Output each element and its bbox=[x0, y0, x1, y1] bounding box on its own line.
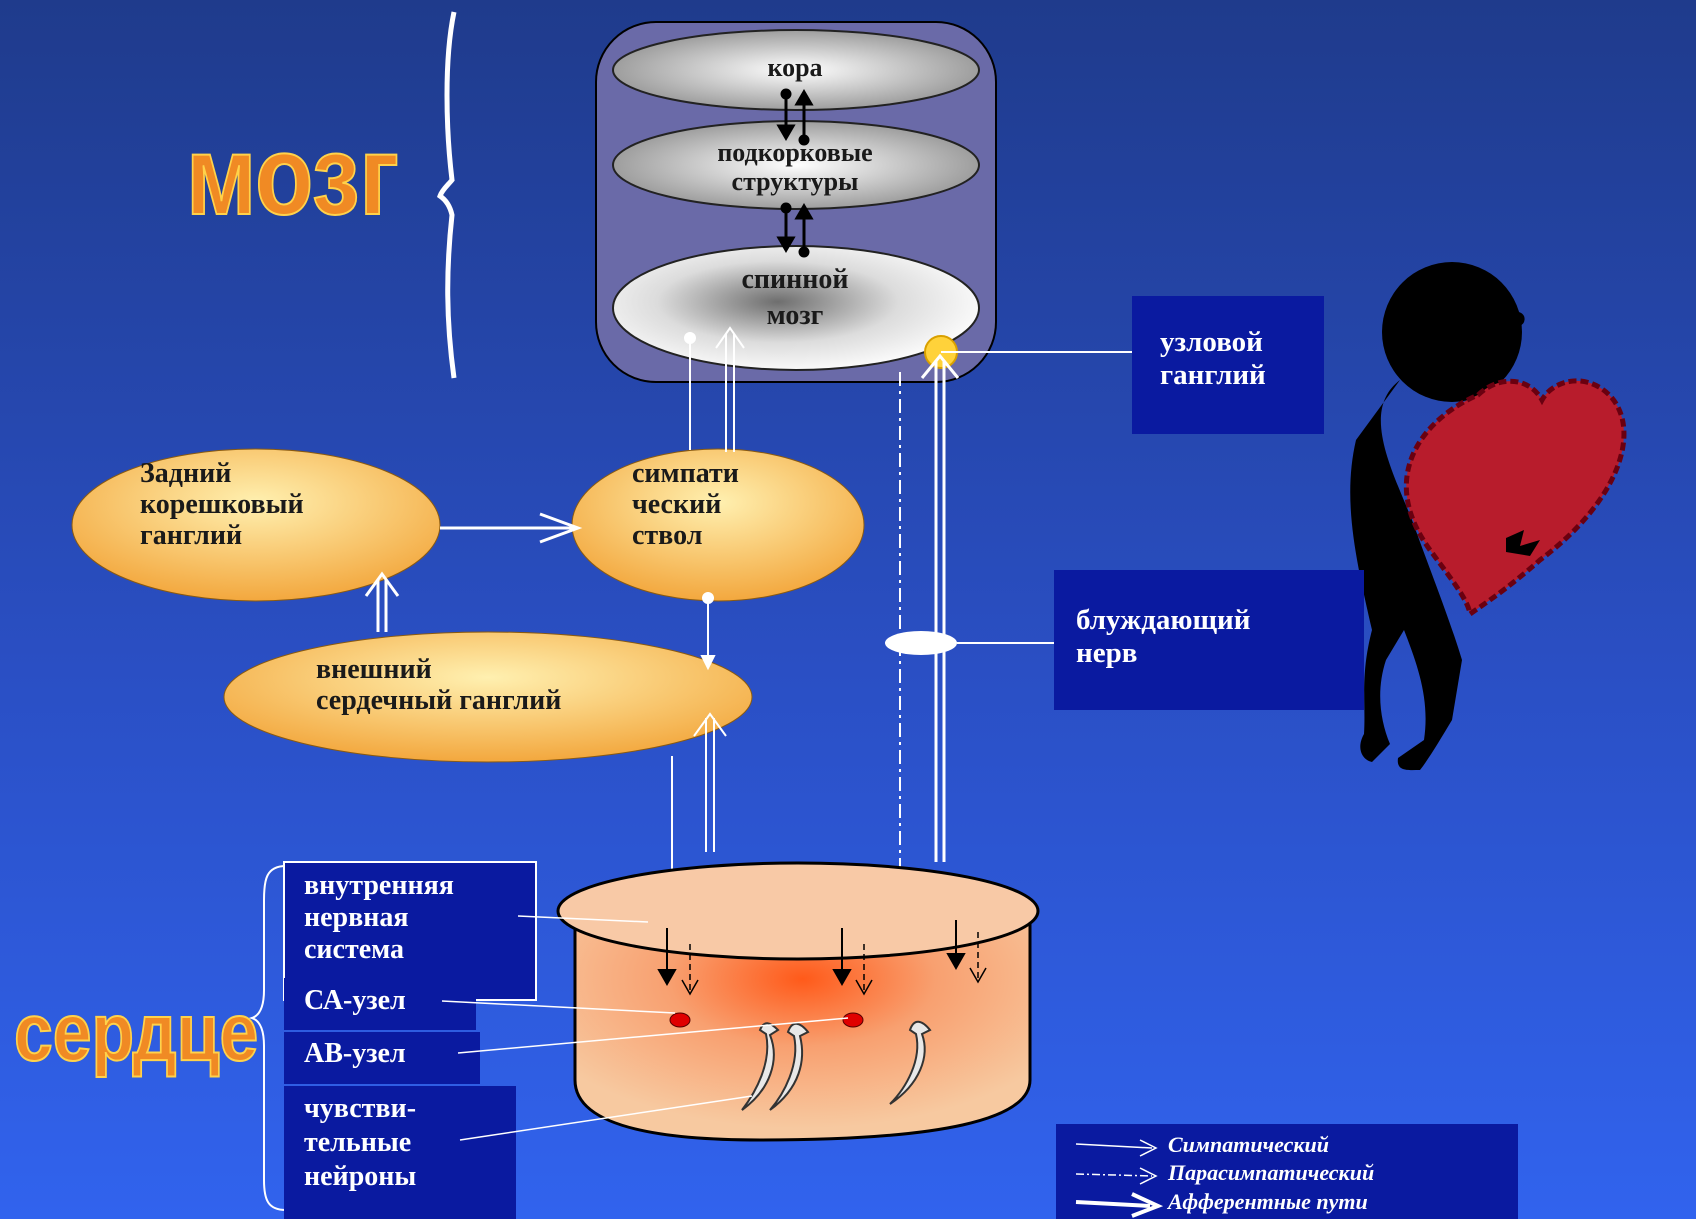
heart-innervation-arrows bbox=[657, 920, 966, 987]
subcortical-spinal-arrows bbox=[776, 202, 814, 258]
av-node-dot bbox=[842, 1012, 864, 1028]
cortex-label: кора bbox=[767, 53, 823, 82]
cortex-ellipse bbox=[612, 29, 980, 111]
figure-holding-heart bbox=[1350, 262, 1627, 771]
subcortical-ellipse bbox=[612, 120, 980, 210]
vagus-nerve-box: блуждающий нерв bbox=[1054, 570, 1364, 710]
vagal-afferent-line bbox=[920, 353, 960, 862]
heart-title: сердце bbox=[13, 987, 259, 1078]
sensory-neurons-label: чувстви- тельные нейроны bbox=[304, 1093, 417, 1192]
nodose-ganglion-box: узловой ганглий bbox=[1132, 296, 1324, 434]
subcortical-label: подкорковые структуры bbox=[717, 138, 873, 196]
heart-label-lines bbox=[441, 915, 849, 1141]
cortex-subcortical-arrows bbox=[776, 88, 814, 146]
av-node-label: АВ-узел bbox=[304, 1038, 406, 1069]
sympathetic-to-cardiac-line bbox=[700, 592, 716, 671]
heart-bracket bbox=[248, 865, 287, 1211]
vagus-nerve-oval bbox=[885, 631, 957, 655]
external-cardiac-ganglion-label: внешний сердечный ганглий bbox=[316, 654, 562, 716]
external-cardiac-ganglion-ellipse bbox=[223, 631, 753, 763]
legend-sympathetic-label: Симпатический bbox=[1168, 1132, 1329, 1157]
dorsal-root-ganglion-ellipse bbox=[71, 448, 441, 602]
dorsal-root-ganglion-label: Задний корешковый ганглий bbox=[140, 458, 304, 551]
legend-arrows bbox=[1075, 1139, 1164, 1218]
sympathetic-trunk-label: симпати ческий ствол bbox=[632, 458, 739, 551]
legend-parasympathetic-label: Парасимпатический bbox=[1168, 1160, 1375, 1185]
spinal-sympathetic-lines bbox=[684, 326, 745, 452]
heart-label-boxes bbox=[283, 861, 537, 1219]
legend-afferent-label: Афферентные пути bbox=[1168, 1189, 1368, 1214]
sa-node-label: СА-узел bbox=[304, 985, 406, 1016]
parasympathetic-line bbox=[889, 372, 911, 892]
intrinsic-nervous-system-label: внутренняя нервная система bbox=[304, 870, 454, 965]
sa-node-dot bbox=[669, 1012, 691, 1028]
spinal-cord-ellipse bbox=[612, 245, 980, 371]
sensory-neuron-shapes bbox=[741, 1020, 932, 1111]
brain-title: мозг bbox=[185, 113, 400, 238]
heart-parasympathetic-arrows bbox=[681, 932, 987, 996]
cardiac-to-dorsal-arrow bbox=[364, 571, 400, 632]
heart-cylinder bbox=[556, 861, 1040, 1142]
brain-bracket bbox=[437, 11, 457, 379]
spinal-cord-label: спинной мозг bbox=[741, 264, 849, 331]
dorsal-to-sympathetic-arrow bbox=[440, 512, 583, 544]
